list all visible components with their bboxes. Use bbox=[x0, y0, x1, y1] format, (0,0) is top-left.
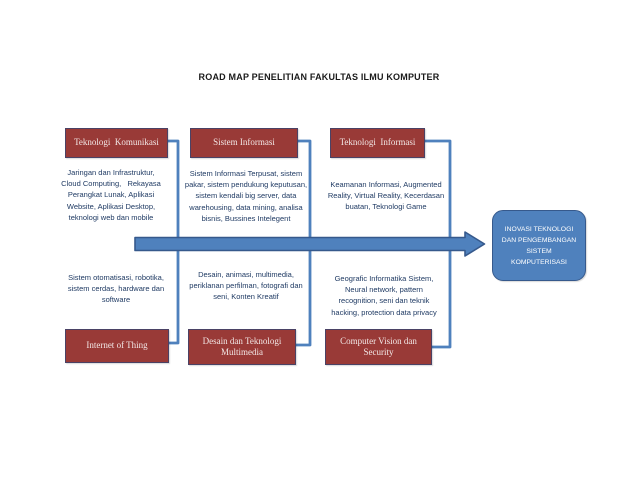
bottom-box-label: Computer Vision dan Security bbox=[340, 335, 417, 358]
top-description-col2: Sistem Informasi Terpusat, sistem pakar,… bbox=[184, 169, 308, 223]
bottom-description-col3: Geografic Informatika Sistem, Neural net… bbox=[331, 274, 437, 317]
goal-box-label: INOVASI TEKNOLOGI DAN PENGEMBANGAN SISTE… bbox=[501, 225, 577, 266]
top-box-sistem-informasi: Sistem Informasi bbox=[190, 128, 298, 158]
top-description-col3: Keamanan Informasi, Augmented Reality, V… bbox=[327, 180, 445, 212]
top-box-label: Sistem Informasi bbox=[213, 137, 275, 148]
bottom-box-internet-of-thing: Internet of Thing bbox=[65, 329, 169, 363]
bottom-box-computer-vision-security: Computer Vision dan Security bbox=[325, 329, 432, 365]
goal-box: INOVASI TEKNOLOGI DAN PENGEMBANGAN SISTE… bbox=[492, 210, 586, 281]
bottom-description-col2: Desain, animasi, multimedia, periklanan … bbox=[189, 270, 303, 302]
top-box-label: Teknologi Komunikasi bbox=[74, 137, 159, 148]
top-box-teknologi-informasi: Teknologi Informasi bbox=[330, 128, 425, 158]
diagram-title: ROAD MAP PENELITIAN FAKULTAS ILMU KOMPUT… bbox=[198, 72, 440, 82]
top-box-teknologi-komunikasi: Teknologi Komunikasi bbox=[65, 128, 168, 158]
bottom-description-col1: Sistem otomatisasi, robotika, sistem cer… bbox=[67, 273, 165, 305]
timeline-arrow bbox=[134, 231, 486, 257]
bottom-box-label: Internet of Thing bbox=[86, 340, 148, 351]
bottom-box-label: Desain dan Teknologi Multimedia bbox=[202, 335, 282, 358]
top-description-col1: Jaringan dan Infrastruktur, Cloud Comput… bbox=[61, 168, 161, 222]
top-box-label: Teknologi Informasi bbox=[339, 137, 416, 148]
bottom-box-desain-teknologi-multimedia: Desain dan Teknologi Multimedia bbox=[188, 329, 296, 365]
